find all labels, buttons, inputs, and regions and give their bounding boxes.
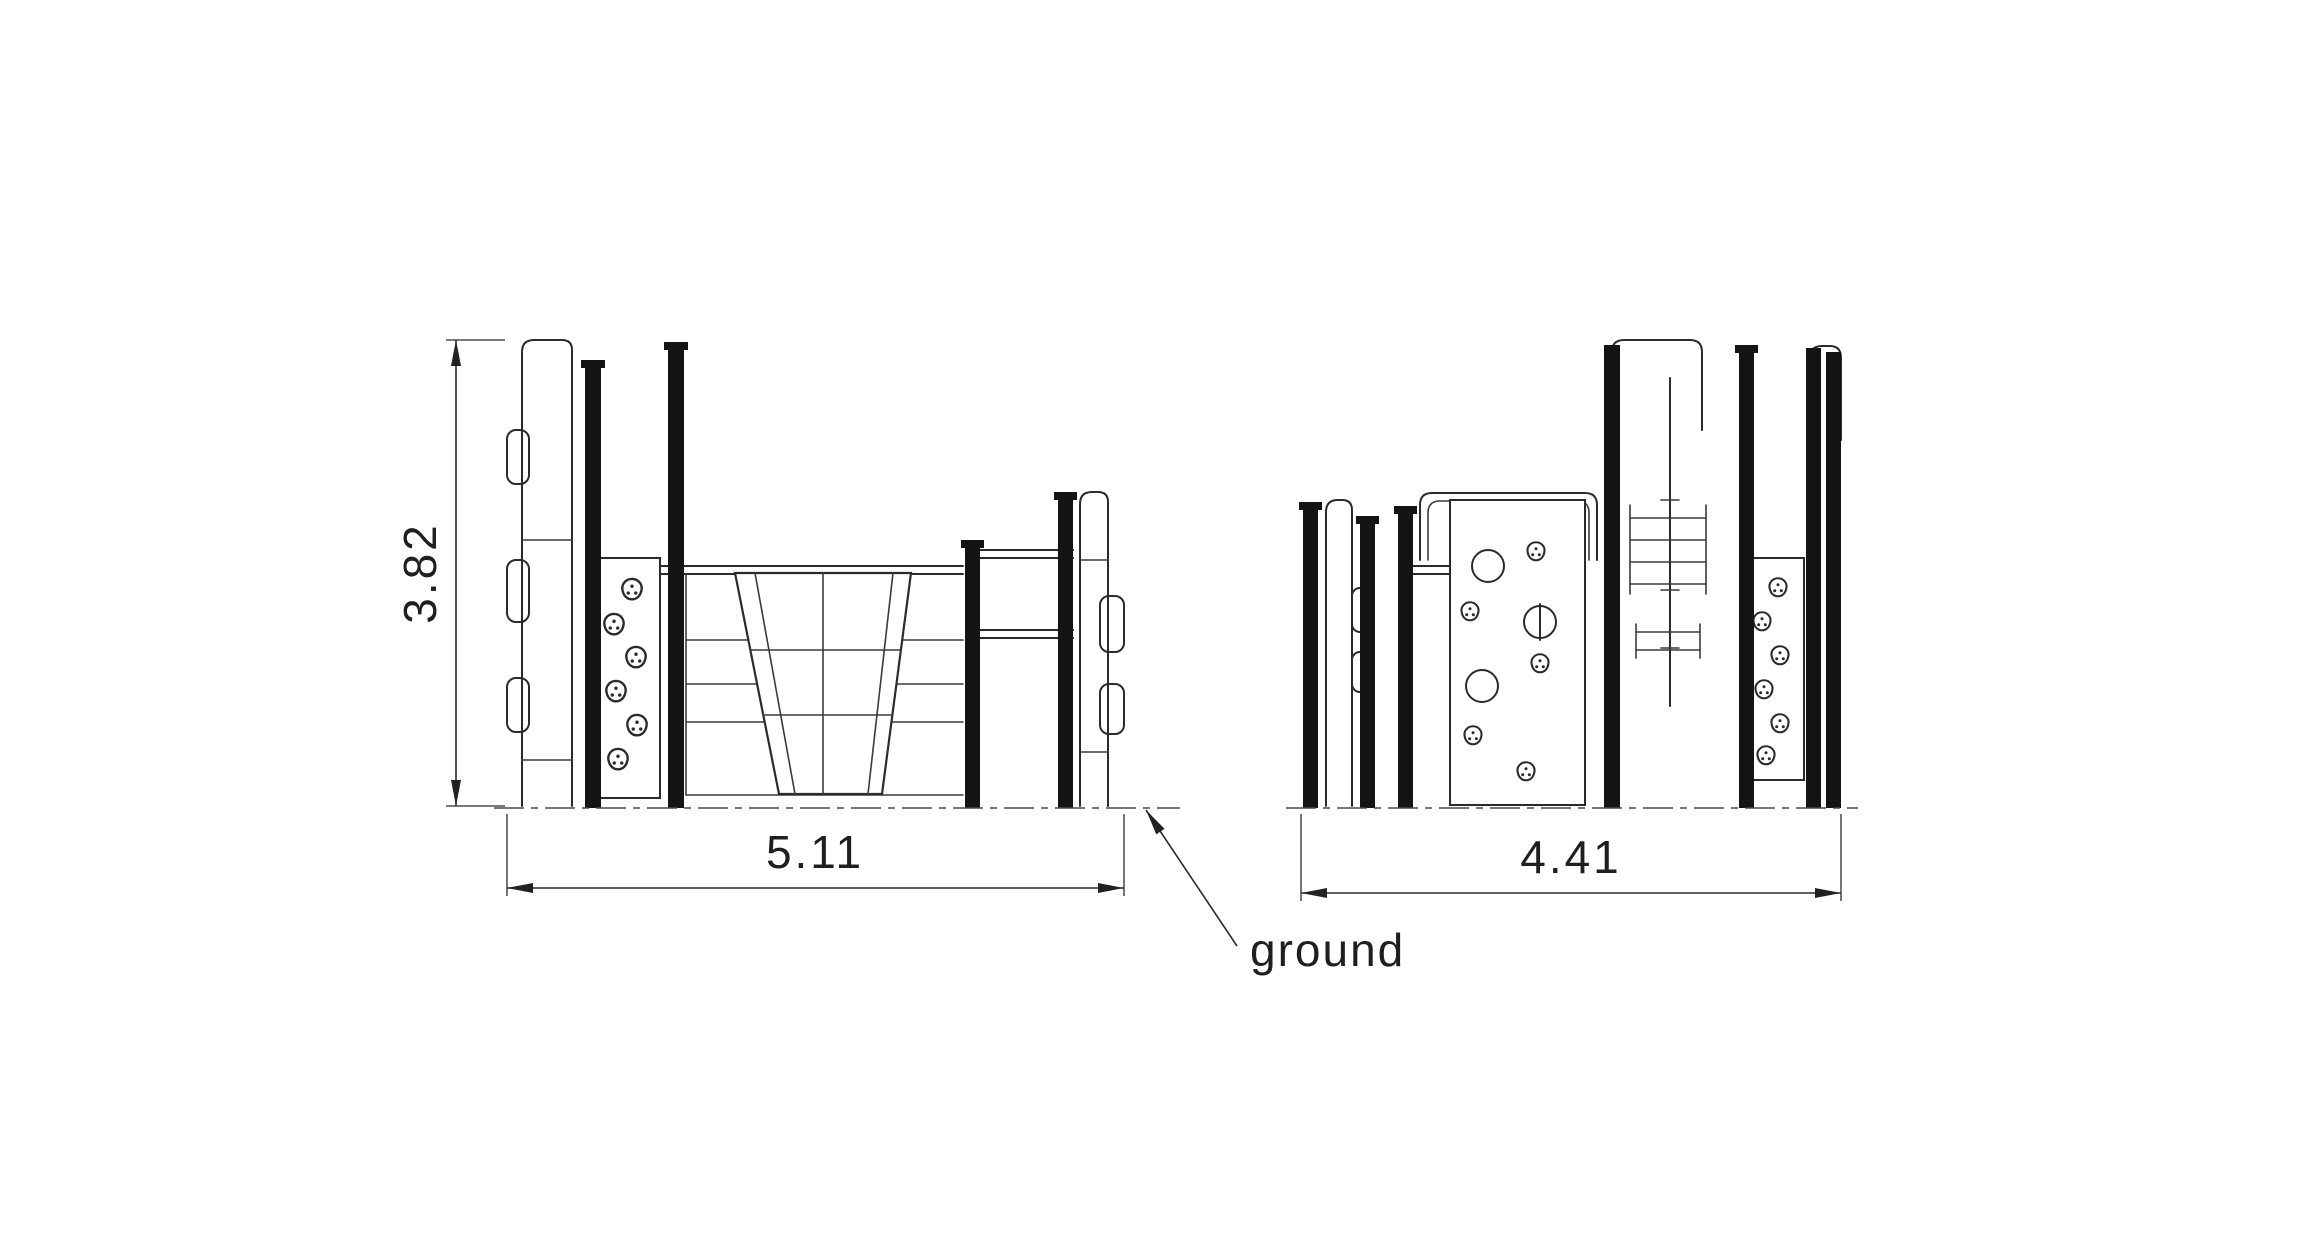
front-elevation-view	[506, 339, 1125, 808]
net-climber	[733, 571, 913, 796]
side-holds-panel	[1751, 557, 1805, 781]
side-support-posts	[1299, 345, 1841, 808]
left-profile-panel	[506, 339, 573, 807]
ground-leader-line	[1145, 809, 1238, 947]
right-profile-panel	[1079, 491, 1125, 807]
support-posts	[581, 342, 1077, 808]
front-width-dimension: 5.11	[506, 814, 1125, 896]
side-width-dimension-label: 4.41	[1520, 831, 1622, 883]
parallel-rails	[971, 549, 1074, 639]
hole-climber-panel	[1449, 499, 1586, 806]
height-dimension-label: 3.82	[394, 522, 446, 624]
side-width-dimension: 4.41	[1300, 814, 1842, 901]
height-dimension: 3.82	[394, 339, 505, 807]
ladder-grid	[1629, 504, 1707, 659]
ground-label: ground	[1250, 924, 1405, 976]
climbing-holds-panel	[597, 557, 661, 799]
tall-post-loop	[1611, 339, 1703, 707]
ground-annotation: ground	[1145, 809, 1405, 976]
side-elevation-view	[1299, 339, 1842, 808]
front-width-dimension-label: 5.11	[766, 826, 864, 878]
